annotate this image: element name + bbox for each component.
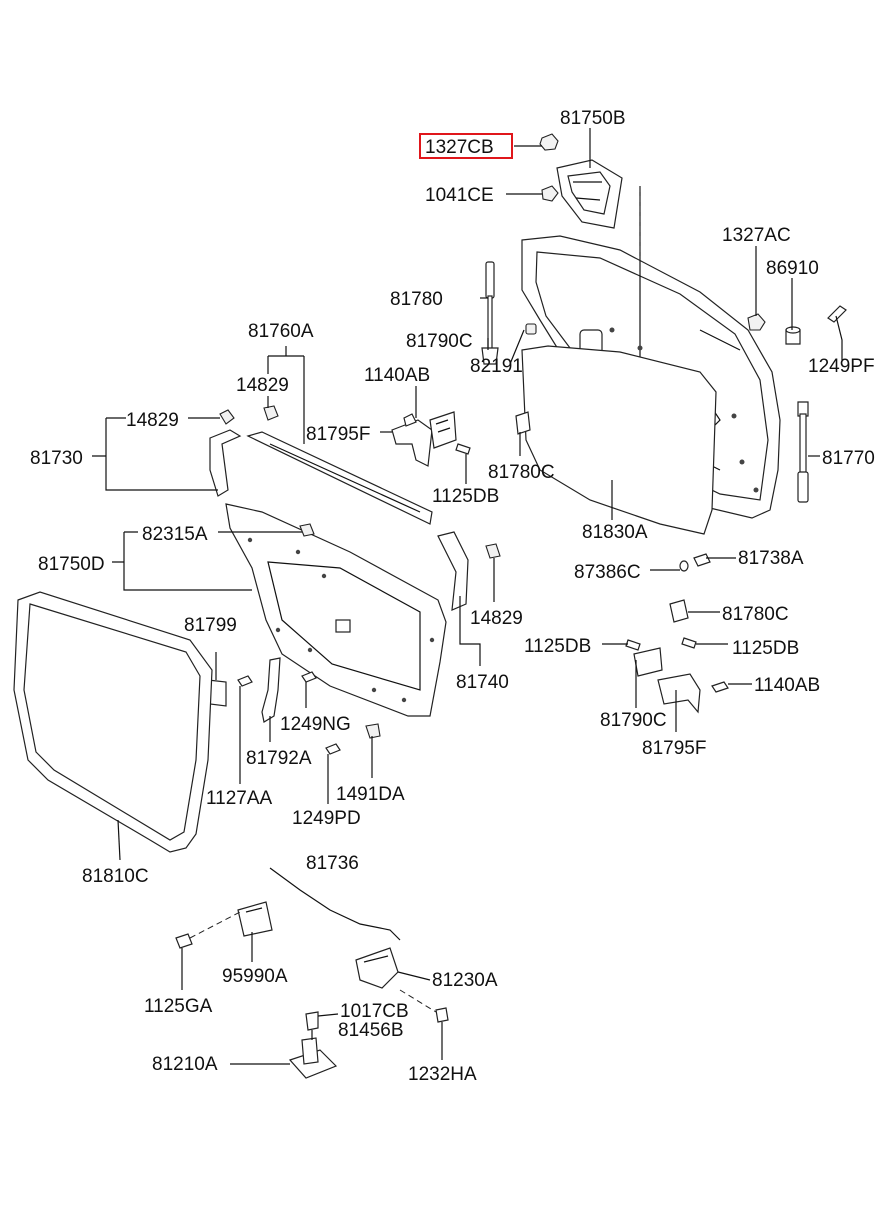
label-1125GA[interactable]: 1125GA xyxy=(144,996,213,1017)
label-81799[interactable]: 81799 xyxy=(184,615,237,636)
part-86910-bushing xyxy=(785,326,801,345)
part-81738A-bumper xyxy=(693,553,711,567)
label-14829-b[interactable]: 14829 xyxy=(126,410,179,431)
label-82191[interactable]: 82191 xyxy=(470,356,523,377)
part-1017CB-screw xyxy=(305,1011,319,1031)
label-95990A[interactable]: 95990A xyxy=(222,966,288,987)
label-81456B[interactable]: 81456B xyxy=(338,1020,404,1041)
part-82315A-clip xyxy=(299,523,315,537)
label-81780C-top[interactable]: 81780C xyxy=(488,462,555,483)
label-1125DB-top[interactable]: 1125DB xyxy=(432,486,499,507)
label-81760A[interactable]: 81760A xyxy=(248,321,314,342)
label-1041CE[interactable]: 1041CE xyxy=(425,185,494,206)
part-1232HA-screw xyxy=(435,1007,449,1023)
label-81780[interactable]: 81780 xyxy=(390,289,443,310)
label-1127AA[interactable]: 1127AA xyxy=(206,788,273,809)
label-1249PD[interactable]: 1249PD xyxy=(292,808,361,829)
label-81736[interactable]: 81736 xyxy=(306,853,359,874)
label-81810C[interactable]: 81810C xyxy=(82,866,149,887)
label-81770[interactable]: 81770 xyxy=(822,448,875,469)
label-1140AB-top[interactable]: 1140AB xyxy=(364,365,430,386)
label-81740[interactable]: 81740 xyxy=(456,672,509,693)
label-81795F-bot[interactable]: 81795F xyxy=(642,738,706,759)
label-81792A[interactable]: 81792A xyxy=(246,748,312,769)
part-1327AC-nut xyxy=(747,313,766,331)
label-81750B[interactable]: 81750B xyxy=(560,108,626,129)
label-81780C-bot[interactable]: 81780C xyxy=(722,604,789,625)
label-1491DA[interactable]: 1491DA xyxy=(336,784,405,805)
part-81750B-handle-housing xyxy=(556,159,623,229)
part-1491DA-clip xyxy=(365,723,381,739)
part-81795F-hinge xyxy=(391,413,433,467)
part-81795F-hinge-bot xyxy=(657,673,701,714)
part-1125DB-bolt-br xyxy=(681,637,697,649)
label-86910[interactable]: 86910 xyxy=(766,258,819,279)
part-81792A-handle xyxy=(261,657,281,723)
part-1249NG-screw xyxy=(301,671,317,683)
part-81790C-bracket xyxy=(429,411,457,449)
part-1249PF-screw xyxy=(827,305,847,323)
label-1017CB[interactable]: 1017CB xyxy=(340,1001,409,1022)
part-87386C-ring xyxy=(679,560,689,572)
label-1140AB-bot[interactable]: 1140AB xyxy=(754,675,820,696)
part-81736-rod xyxy=(269,867,401,941)
highlight-box-1327CB xyxy=(419,133,513,159)
label-87386C[interactable]: 87386C xyxy=(574,562,641,583)
label-14829-a[interactable]: 14829 xyxy=(236,375,289,396)
label-81830A[interactable]: 81830A xyxy=(582,522,648,543)
label-81210A[interactable]: 81210A xyxy=(152,1054,218,1075)
part-1127AA-screw xyxy=(237,675,253,687)
part-81780-strut xyxy=(481,261,499,365)
label-82315A[interactable]: 82315A xyxy=(142,524,208,545)
part-81770-strut xyxy=(797,401,809,503)
part-1125DB-bolt-bl xyxy=(625,639,641,651)
part-95990A-actuator xyxy=(237,901,273,937)
part-81740-side-trim xyxy=(437,531,469,611)
part-81730-side-trim xyxy=(209,429,242,497)
part-81830A-panel xyxy=(521,345,717,535)
label-81790C-top[interactable]: 81790C xyxy=(406,331,473,352)
label-81795F-top[interactable]: 81795F xyxy=(306,424,370,445)
label-1327AC[interactable]: 1327AC xyxy=(722,225,791,246)
label-81230A[interactable]: 81230A xyxy=(432,970,498,991)
part-81750D-inner-trim xyxy=(225,503,447,717)
label-81790C-bot[interactable]: 81790C xyxy=(600,710,667,731)
part-81790C-bracket-bot xyxy=(633,647,663,677)
label-81738A[interactable]: 81738A xyxy=(738,548,804,569)
part-82191-bumper xyxy=(525,323,537,335)
part-81810C-weatherstrip xyxy=(13,591,213,853)
label-1249PF[interactable]: 1249PF xyxy=(808,356,875,377)
part-1249PD-screw xyxy=(325,743,341,755)
part-81780C-stopper-top xyxy=(515,411,531,435)
label-1125DB-bl[interactable]: 1125DB xyxy=(524,636,591,657)
part-1327CB-nut xyxy=(539,133,559,151)
part-81230A-latch xyxy=(355,947,399,989)
label-1125DB-br[interactable]: 1125DB xyxy=(732,638,799,659)
label-1249NG[interactable]: 1249NG xyxy=(280,714,351,735)
part-1125GA-bolt xyxy=(175,933,193,949)
part-14829-clip-a xyxy=(219,409,235,425)
leader-lines xyxy=(92,128,843,1065)
label-14829-c[interactable]: 14829 xyxy=(470,608,523,629)
part-14829-clip-c xyxy=(485,543,501,559)
part-14829-clip-b xyxy=(263,405,279,421)
label-1327CB[interactable]: 1327CB xyxy=(425,137,494,158)
label-81730[interactable]: 81730 xyxy=(30,448,83,469)
label-81750D[interactable]: 81750D xyxy=(38,554,105,575)
part-1041CE-clip xyxy=(541,185,559,202)
label-1232HA[interactable]: 1232HA xyxy=(408,1064,477,1085)
part-81760A-upper-trim xyxy=(246,431,433,525)
part-1125DB-bolt-top xyxy=(455,443,471,455)
part-81780C-stopper-bot xyxy=(669,599,689,623)
part-81210A-striker xyxy=(288,1037,338,1079)
part-1140AB-bolt-bot xyxy=(711,681,729,693)
